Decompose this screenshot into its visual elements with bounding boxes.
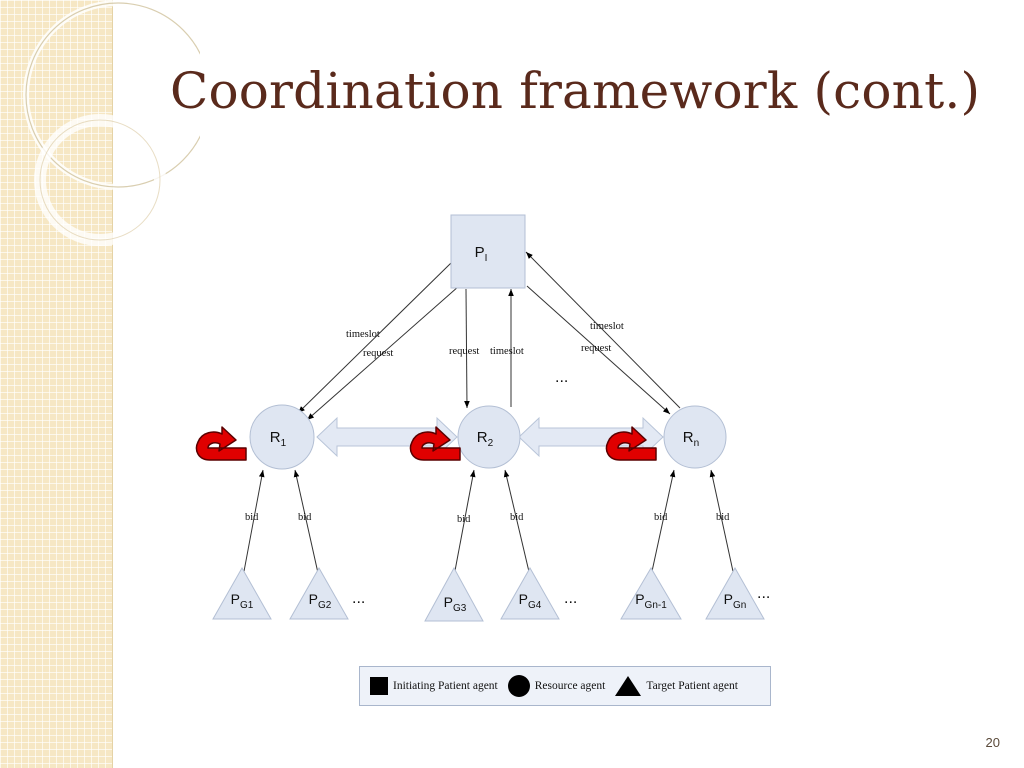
rn-label: R	[683, 429, 694, 446]
triangle-icon	[615, 676, 642, 696]
legend-item-resource: Resource agent	[507, 675, 606, 697]
bid-edges	[241, 469, 735, 583]
resource-node-r1: R1	[249, 404, 315, 470]
target-node-pgn-1: PGn-1	[620, 567, 682, 620]
legend-item-target: Target Patient agent	[615, 676, 738, 696]
svg-text:PGn-1: PGn-1	[635, 591, 667, 611]
square-icon	[370, 677, 388, 695]
diagram-legend: Initiating Patient agent Resource agent …	[359, 666, 771, 706]
request-label-3: request	[581, 343, 611, 354]
target-node-pg3: PG3	[424, 566, 484, 622]
loop-arrow-icon-r2	[409, 426, 461, 461]
request-label-2: request	[449, 346, 479, 357]
double-arrow-r2-rn	[518, 416, 664, 458]
bid-label-5: bid	[654, 512, 668, 523]
timeslot-label-2: timeslot	[490, 346, 524, 357]
r2-sub: 2	[488, 438, 494, 449]
target-node-pg2: PG2	[289, 566, 349, 620]
rn-sub: n	[694, 438, 700, 449]
bid-label-4: bid	[510, 512, 524, 523]
legend-item-initiating: Initiating Patient agent	[370, 677, 498, 695]
slide-title: Coordination framework (cont.)	[170, 62, 981, 120]
circle-icon	[507, 675, 530, 697]
svg-text:Rn: Rn	[683, 429, 699, 449]
loop-arrow-icon-rn	[605, 426, 657, 461]
svg-text:R2: R2	[477, 429, 494, 449]
ellipsis-group-1: ...	[352, 590, 365, 607]
resource-node-rn: Rn	[663, 405, 727, 469]
side-band-edge	[112, 0, 113, 768]
bid-label-1: bid	[245, 512, 259, 523]
ellipsis-group-2: ...	[564, 590, 577, 607]
loop-arrow-icons	[195, 426, 657, 461]
target-node-pg1: PG1	[212, 566, 272, 620]
svg-text:PI: PI	[475, 244, 488, 264]
initiator-node: PI	[450, 214, 526, 289]
loop-arrow-icon-r1	[195, 426, 247, 461]
r1-sub: 1	[281, 438, 287, 449]
legend-target-label: Target Patient agent	[646, 680, 738, 692]
svg-text:PG1: PG1	[231, 591, 254, 611]
svg-text:R1: R1	[270, 429, 287, 449]
decorative-side-band	[0, 0, 113, 768]
bid-label-3: bid	[457, 514, 471, 525]
decorative-rings	[23, 0, 200, 246]
svg-text:PG2: PG2	[309, 591, 332, 611]
bid-label-2: bid	[298, 512, 312, 523]
bid-label-6: bid	[716, 512, 730, 523]
target-node-pgn: PGn	[705, 566, 765, 620]
page-number: 20	[985, 735, 1000, 750]
double-arrow-r1-r2	[316, 416, 458, 458]
svg-text:PGn: PGn	[724, 591, 747, 611]
target-node-pg4: PG4	[500, 566, 560, 620]
r1-label: R	[270, 429, 281, 446]
legend-initiating-label: Initiating Patient agent	[393, 680, 498, 692]
resource-node-r2: R2	[457, 405, 521, 469]
svg-text:PG3: PG3	[444, 594, 467, 614]
timeslot-label-1: timeslot	[346, 329, 380, 340]
timeslot-label-3: timeslot	[590, 321, 624, 332]
svg-text:PG4: PG4	[519, 591, 542, 611]
initiator-sub: I	[485, 253, 488, 264]
initiator-label: P	[475, 244, 485, 261]
ellipsis-group-3: ...	[757, 585, 770, 602]
request-label-1: request	[363, 348, 393, 359]
legend-resource-label: Resource agent	[534, 680, 606, 692]
resource-link-arrows	[316, 416, 664, 458]
ellipsis-resources: ...	[555, 369, 568, 386]
r2-label: R	[477, 429, 488, 446]
request-timeslot-edges	[297, 251, 681, 421]
